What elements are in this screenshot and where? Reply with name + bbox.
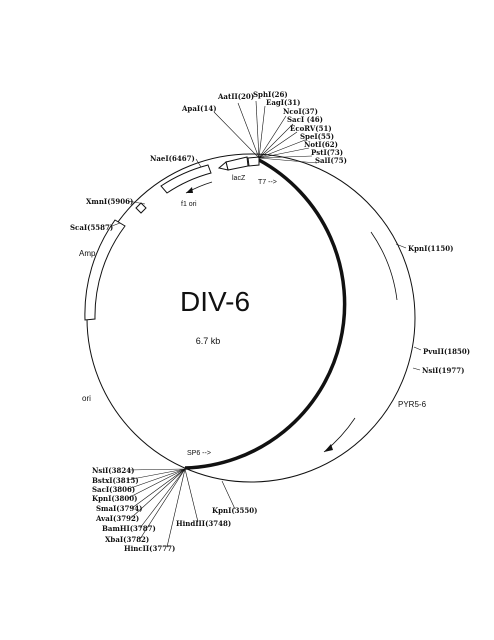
site-bamhi: BamHI(3787) [102,524,156,533]
site-saci-top: SacI (46) [287,115,323,124]
site-pvuii: PvuII(1850) [423,347,470,356]
insert-arrowhead [324,444,333,452]
label-amp: Amp [79,249,96,258]
f1-ori-arrowhead [186,187,193,193]
insert-arc [184,158,347,470]
site-nsii-1977: NsiI(1977) [422,366,464,375]
plasmid-size: 6.7 kb [196,336,221,346]
plasmid-title: DIV-6 [180,286,250,317]
site-kpni-3550: KpnI(3550) [212,506,257,515]
label-ori: ori [82,394,91,403]
site-apai: ApaI(14) [181,104,217,113]
small-feature-box [135,202,147,214]
site-xbai: XbaI(3782) [105,535,149,544]
bottom-site-leaders [126,468,199,548]
site-naei: NaeI(6467) [150,154,195,163]
site-bstxi: BstxI(3815) [92,476,139,485]
label-t7: T7 --> [258,179,277,186]
site-noti: NotI(62) [304,140,338,149]
plasmid-backbone [86,153,416,483]
site-hindiii: HindIII(3748) [176,519,231,528]
label-f1-ori: f1 ori [181,201,197,208]
label-insert: PYR5-6 [398,400,427,409]
site-kpni-3800: KpnI(3800) [92,494,137,503]
site-eagi: EagI(31) [266,98,300,107]
insert-arrow-upper [370,231,398,301]
site-smai: SmaI(3794) [96,504,142,513]
label-lacz: lacZ [232,175,246,182]
site-sali: SalI(75) [315,156,347,165]
site-scai: ScaI(5587) [70,223,113,232]
lacz-box [225,156,249,171]
site-nsii-3824: NsiI(3824) [92,466,134,475]
site-saci-3806: SacI(3806) [92,485,135,494]
site-kpni-1150: KpnI(1150) [408,244,453,253]
site-ncoi: NcoI(37) [283,107,318,116]
top-site-leaders [111,100,422,510]
label-sp6: SP6 --> [187,450,211,457]
lacz-arrowhead [217,161,229,171]
site-avai: AvaI(3792) [95,514,139,523]
site-spei: SpeI(55) [300,132,334,141]
site-hincii: HincII(3777) [124,544,175,553]
f1-ori-box [160,164,212,194]
site-psti: PstI(73) [311,148,343,157]
lacz-inner-box [247,156,260,167]
site-xmni: XmnI(5906) [86,197,133,206]
site-aatii: AatII(20) [217,92,254,101]
site-ecorv: EcoRV(51) [290,124,332,133]
site-sphi: SphI(26) [253,90,288,99]
amp-box [84,219,126,321]
